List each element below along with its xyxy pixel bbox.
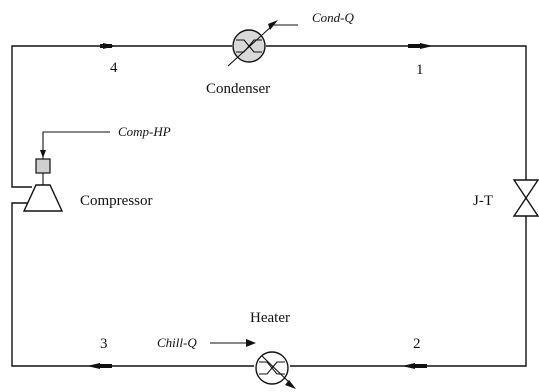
stream-3-line <box>11 202 254 367</box>
compressor-label: Compressor <box>80 193 153 209</box>
stream-1-line <box>266 45 527 180</box>
heater-exchanger-icon <box>210 339 296 389</box>
stream-4-line <box>11 45 232 188</box>
chill-q-label: Chill-Q <box>157 335 197 350</box>
comp-hp-label: Comp-HP <box>118 124 171 139</box>
cond-q-label: Cond-Q <box>312 10 355 25</box>
flow-arrow-1-shaft <box>408 44 422 48</box>
jt-valve-icon <box>512 179 539 217</box>
stream-2-line <box>290 216 527 367</box>
flow-arrow-2 <box>402 363 415 369</box>
flow-arrow-2-shaft <box>413 364 427 368</box>
heater-label: Heater <box>250 310 290 326</box>
flow-arrow-3-shaft <box>98 364 112 368</box>
stream-1-label: 1 <box>416 62 424 78</box>
flow-arrow-1 <box>420 43 433 49</box>
stream-3-label: 3 <box>100 336 108 352</box>
condenser-exchanger-icon <box>227 20 298 67</box>
compressor-icon <box>22 131 110 212</box>
flow-arrow-4-shaft <box>100 44 112 48</box>
stream-4-label: 4 <box>110 60 118 76</box>
condenser-label: Condenser <box>206 81 270 97</box>
stream-2-label: 2 <box>413 336 421 352</box>
flow-arrow-3 <box>87 363 100 369</box>
jt-valve-label: J-T <box>473 193 493 209</box>
